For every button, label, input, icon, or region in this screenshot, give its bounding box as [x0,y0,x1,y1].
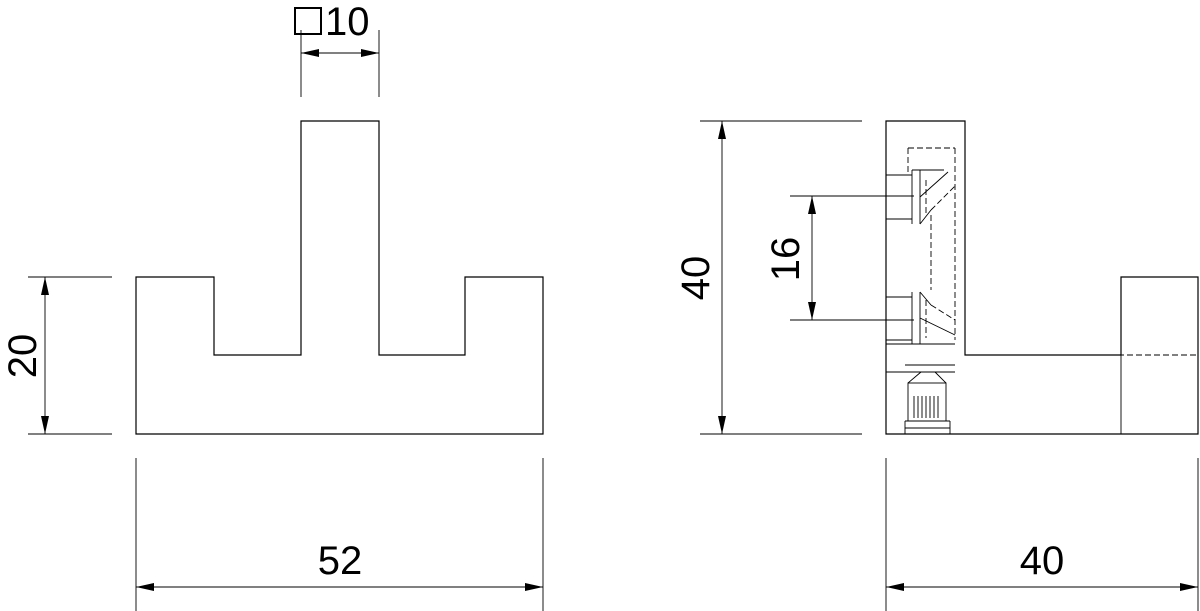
dim-side-width: 40 [885,458,1199,611]
arrowhead [886,583,904,591]
dim-front-width: 52 [135,458,544,611]
arrowhead [361,49,379,57]
arrowhead [525,583,543,591]
arrowhead [1180,583,1198,591]
side-view [885,120,1199,435]
set-screw [886,364,955,434]
side-view-outline [885,120,1199,435]
dim-square-10: 10 [294,0,380,97]
front-width-label: 52 [318,539,363,583]
arrowhead [718,121,726,139]
front-view-outline [135,120,544,435]
hole-spacing-label: 16 [764,237,808,282]
square-size-label: 10 [325,0,370,44]
square-symbol-icon [294,7,322,35]
dim-hole-spacing: 16 [764,195,914,321]
screw-lower [886,291,956,345]
arrowhead [718,416,726,434]
arrowhead [808,196,816,214]
arrowhead [41,277,49,295]
front-height-label: 20 [1,334,45,379]
front-view [135,120,544,435]
arrowhead [808,302,816,320]
dim-front-height: 20 [1,276,112,435]
dim-side-height: 40 [674,120,862,435]
side-width-label: 40 [1020,539,1065,583]
screw-upper [886,169,956,225]
side-height-label: 40 [674,256,718,301]
arrowhead [301,49,319,57]
hidden-slot [907,147,1198,356]
arrowhead [136,583,154,591]
arrowhead [41,416,49,434]
